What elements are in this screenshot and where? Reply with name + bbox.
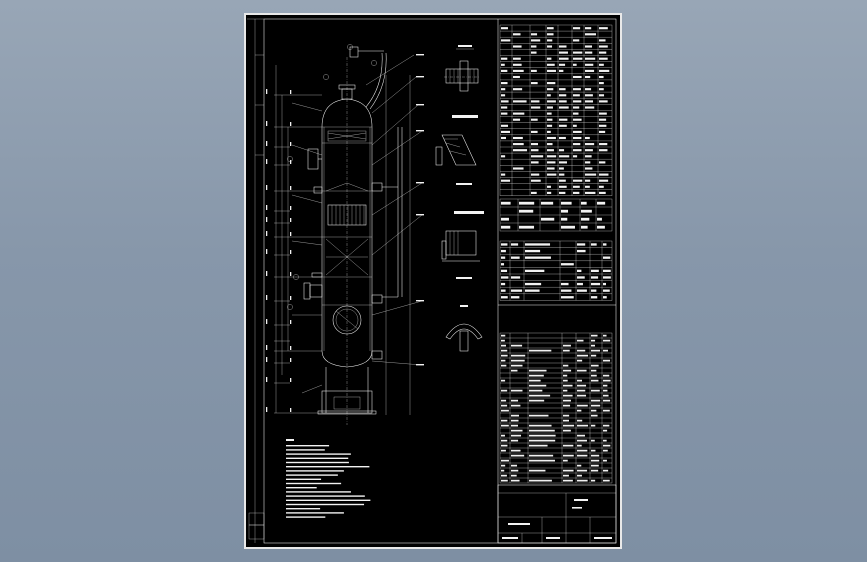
bottom-head xyxy=(321,350,373,368)
top-pipe-bend xyxy=(365,52,383,108)
drawing-sheet[interactable] xyxy=(244,13,622,549)
cad-drawing xyxy=(247,18,617,544)
inner-frame xyxy=(263,18,617,544)
design-data-table xyxy=(499,24,613,196)
technical-notes xyxy=(286,439,371,518)
dimension-text-marks xyxy=(266,54,424,412)
side-nozzle-right-3 xyxy=(371,350,383,360)
parts-list-table xyxy=(499,240,613,484)
vessel-elevation xyxy=(303,46,411,425)
detail-2-weld xyxy=(441,134,477,166)
nozzle-table xyxy=(499,198,613,232)
skirt-base xyxy=(321,390,373,414)
manhole xyxy=(332,305,362,335)
detail-1-flange xyxy=(445,68,479,84)
left-stamp-box-2 xyxy=(248,524,265,540)
detail-views xyxy=(435,45,484,352)
left-stamp-box-1 xyxy=(248,512,265,526)
base-ring xyxy=(317,410,377,415)
side-nozzle-right-2 xyxy=(371,294,383,304)
detail-4-section xyxy=(445,323,483,340)
side-nozzle-inlet xyxy=(309,284,323,298)
skirt-access-opening xyxy=(333,396,361,410)
packing-bed-1 xyxy=(327,204,367,226)
title-block xyxy=(497,484,617,544)
demister-pad xyxy=(327,130,367,142)
top-flange xyxy=(349,46,359,58)
liquid-distributor xyxy=(325,182,369,192)
detail-3-support xyxy=(445,230,477,256)
side-nozzle-right-1 xyxy=(371,182,383,192)
dimension-lines xyxy=(274,54,423,414)
